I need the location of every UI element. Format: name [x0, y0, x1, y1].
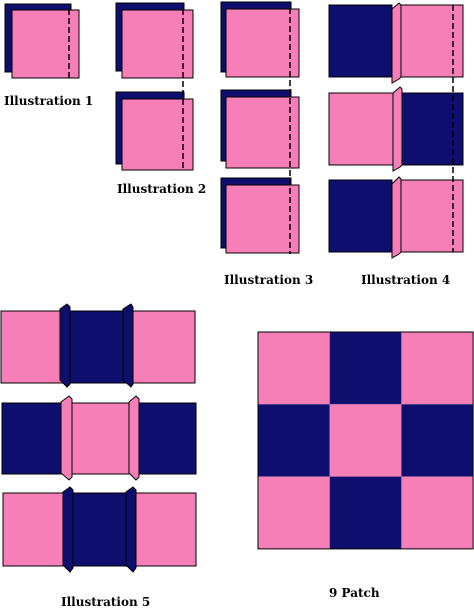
pink-square-row-2-center — [69, 402, 133, 475]
caption-illustration-3: Illustration 3 — [224, 273, 313, 287]
nine-patch-cell-r3-c2 — [329, 476, 402, 549]
pink-square-front — [11, 9, 80, 79]
nine-patch-cell-r1-c3 — [401, 332, 474, 405]
pressed-seam-row-1-left — [59, 303, 71, 388]
caption-nine-patch: 9 Patch — [329, 586, 380, 600]
pink-square-front-1 — [225, 8, 300, 78]
pink-square-row-3-right — [133, 492, 197, 567]
navy-square-row-2-left — [1, 402, 66, 475]
navy-square-row-2-right — [136, 402, 197, 475]
illustration-1: Illustration 1 — [4, 3, 93, 108]
illustration-4: Illustration 4 — [328, 2, 464, 287]
illustration-3: Illustration 3 — [220, 1, 313, 287]
pink-square-front-3 — [225, 184, 300, 254]
caption-illustration-2: Illustration 2 — [117, 182, 206, 196]
nine-patch-cell-r2-c1 — [258, 404, 330, 477]
nine-patch-cell-r2-c2 — [329, 404, 402, 477]
pink-square-front-2 — [225, 96, 300, 169]
illustration-5: Illustration 5 — [0, 303, 197, 609]
caption-illustration-1: Illustration 1 — [4, 94, 93, 108]
nine-patch-block — [257, 331, 474, 550]
navy-square-row-3-center — [70, 492, 130, 567]
nine-patch-cell-r1-c2 — [329, 332, 402, 405]
pressed-seam-row-2-left — [60, 395, 73, 481]
navy-square-row-1 — [328, 4, 393, 78]
pink-square-front-2 — [121, 98, 194, 171]
pink-square-row-2 — [328, 92, 394, 166]
nine-patch-cell-r2-c3 — [401, 404, 474, 477]
navy-square-row-1-center — [69, 310, 129, 384]
pink-square-row-1-right — [131, 310, 196, 384]
caption-illustration-4: Illustration 4 — [361, 273, 450, 287]
pressed-seam-row-1-right — [122, 303, 134, 388]
pink-square-row-3-left — [2, 492, 67, 567]
navy-square-row-3 — [328, 179, 393, 253]
illustration-2: Illustration 2 — [115, 2, 206, 196]
nine-patch-cell-r3-c1 — [258, 476, 330, 549]
pressed-seam-row-2 — [392, 86, 403, 172]
pink-square-row-1-left — [0, 310, 64, 384]
nine-patch-cell-r3-c3 — [401, 476, 474, 549]
nine-patch-cell-r1-c1 — [258, 332, 330, 405]
pressed-seam-row-3 — [391, 176, 402, 259]
pressed-seam-row-1 — [391, 2, 402, 84]
pressed-seam-row-2-right — [128, 395, 140, 481]
pressed-seam-row-3-left — [62, 486, 74, 573]
nine-patch-border — [257, 331, 474, 550]
pink-square-front-1 — [121, 9, 194, 79]
caption-illustration-5: Illustration 5 — [61, 595, 150, 609]
pressed-seam-row-3-right — [125, 486, 137, 573]
